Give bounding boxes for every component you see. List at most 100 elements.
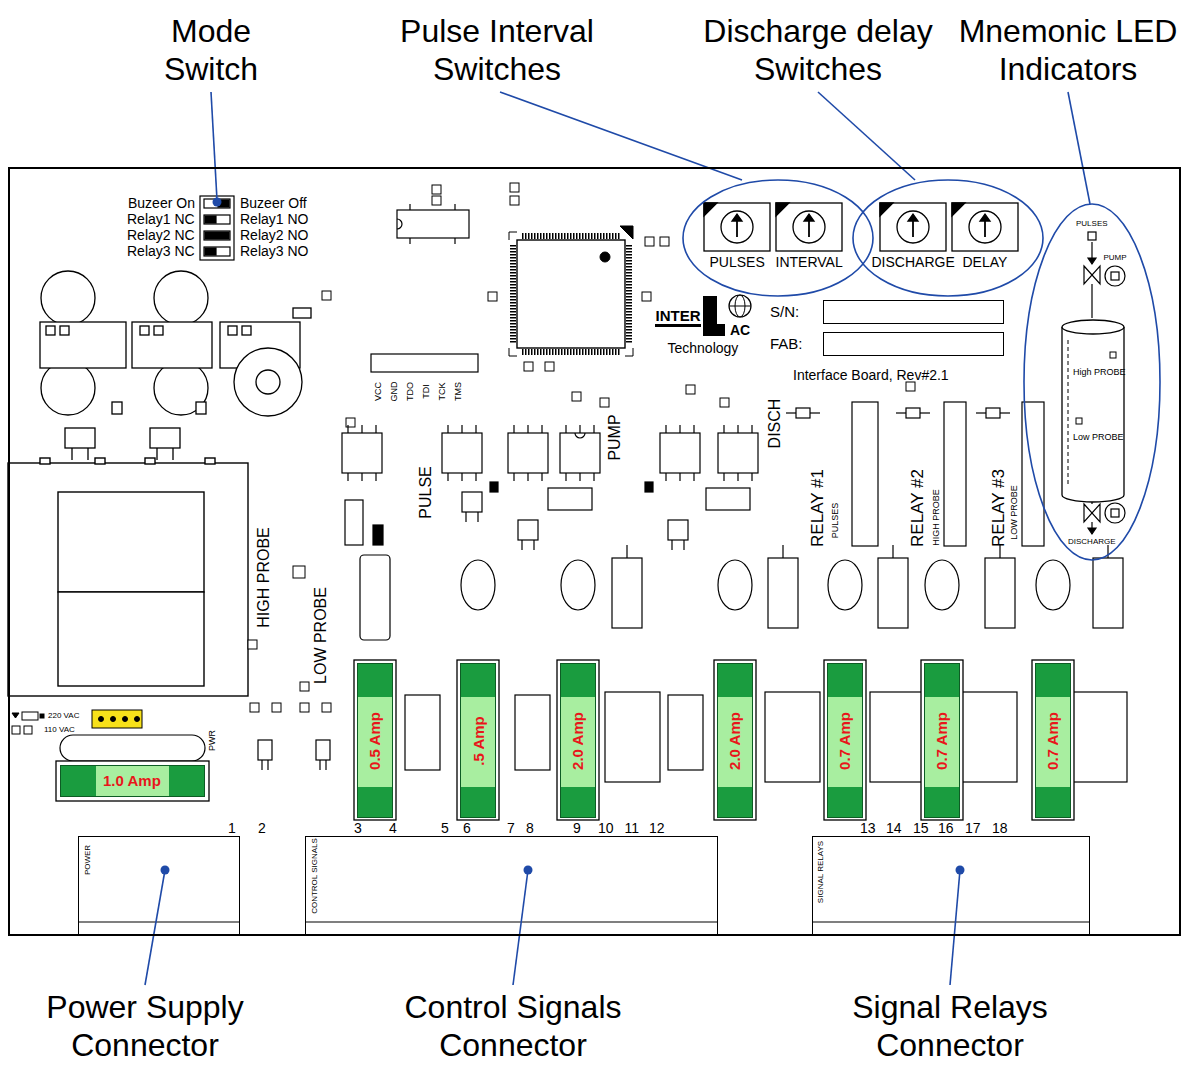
fuse-cap (461, 664, 495, 697)
microcontroller (517, 240, 625, 348)
discrete-components (668, 520, 688, 540)
fuse-holder (557, 660, 599, 820)
discrete-components (605, 692, 660, 782)
callout-label: Mnemonic LED Indicators (950, 12, 1186, 88)
power-components (87, 448, 88, 460)
smd-pads (510, 183, 519, 192)
microcontroller (626, 245, 632, 343)
pin-number: 5 (441, 820, 449, 837)
small-ic (397, 219, 402, 229)
discrete-components (548, 488, 592, 510)
voltage-selector (92, 710, 142, 728)
leader-dot (956, 866, 965, 875)
callout-ellipse (683, 180, 873, 296)
rotary-switch (737, 219, 985, 237)
voltage-selector (24, 726, 32, 734)
pin-number: 7 (507, 820, 515, 837)
silkscreen-label: TDI (420, 384, 431, 399)
smd-pads (248, 183, 915, 712)
fuse-cap (358, 787, 392, 817)
callout-label: Control Signals Connector (383, 988, 643, 1064)
rotary-switch (804, 214, 814, 221)
discrete-components (645, 482, 653, 492)
mnemonic-diagram (1111, 272, 1119, 280)
discrete-components (518, 520, 538, 540)
smd-pads (322, 703, 331, 712)
fuse-cap (828, 787, 862, 817)
smd-pads (524, 362, 533, 371)
silkscreen-label: RELAY #1 (808, 469, 828, 547)
pin-number: 3 (354, 820, 362, 837)
node-text: 0.7 Amp (1044, 712, 1062, 770)
silkscreen-label: Relay3 NO (240, 243, 308, 260)
node-text: 0.7 Amp (933, 712, 951, 770)
silkscreen-label: Technology (668, 340, 739, 357)
transformer (205, 458, 215, 464)
power-components (196, 402, 206, 414)
mnemonic-diagram (1084, 504, 1100, 522)
inter-lac-logo (729, 295, 751, 317)
discrete-components (60, 735, 205, 761)
discrete-components (892, 545, 893, 558)
mode-dip-switch (205, 216, 216, 223)
smd-pads (510, 196, 519, 205)
tank-outline (1060, 318, 1126, 504)
discrete-components (490, 482, 498, 492)
smd-pads (300, 682, 309, 691)
silkscreen-label: Relay2 NC (127, 227, 195, 244)
discrete-components (1072, 692, 1127, 782)
voltage-selector (40, 714, 44, 718)
node-text: 1.0 Amp (103, 772, 161, 790)
signal-relay (986, 408, 1000, 418)
fuse-cap (718, 664, 752, 697)
power-components (293, 308, 311, 318)
discrete-components (782, 545, 783, 558)
voltage-selector (99, 717, 104, 722)
smd-pads (248, 640, 257, 649)
silkscreen-label: Buzeer On (128, 195, 195, 212)
fuse-cap (461, 787, 495, 817)
small-ic (397, 204, 469, 244)
power-components (140, 326, 149, 335)
microcontroller (509, 232, 633, 356)
inter-lac-logo (703, 324, 725, 336)
connector-detail (78, 921, 240, 922)
opto-coupler (342, 433, 382, 473)
rotary-switch (952, 203, 965, 216)
fuse-cap (1036, 787, 1070, 817)
mnemonic-diagram (1111, 509, 1119, 517)
power-components (46, 326, 55, 335)
mnemonic-diagram (1105, 503, 1125, 523)
discrete-components (671, 540, 672, 550)
silkscreen-label: DISCHARGE (1068, 537, 1116, 547)
fuse-holder (457, 660, 499, 820)
power-components (65, 428, 95, 448)
smd-pads (322, 291, 331, 300)
discrete-components (870, 692, 925, 782)
field-box (823, 332, 1004, 356)
silkscreen-label: TDO (405, 382, 416, 401)
discrete-components (985, 558, 1015, 628)
fuse: 0.7 Amp (924, 663, 960, 818)
signal-relay (976, 412, 986, 413)
discrete-components (999, 545, 1000, 558)
terminal-connector: POWER (78, 836, 240, 936)
transformer (95, 458, 105, 464)
signal-relay (896, 412, 906, 413)
voltage-selector (111, 717, 116, 722)
callout-ellipse (683, 180, 1160, 560)
power-components (150, 428, 180, 448)
leader-line (145, 92, 1090, 985)
pin-number: 11 (625, 820, 640, 837)
smd-pads (906, 382, 915, 391)
mode-dip-switch (205, 232, 229, 239)
leader-line (1068, 92, 1090, 204)
opto-coupler (508, 433, 548, 473)
node-text: POWER (83, 845, 93, 875)
discrete-components (462, 492, 482, 512)
power-components (41, 361, 95, 415)
node-text: 2.0 Amp (726, 712, 744, 770)
fuse-cap (169, 766, 204, 796)
fuse-holder (354, 660, 396, 820)
